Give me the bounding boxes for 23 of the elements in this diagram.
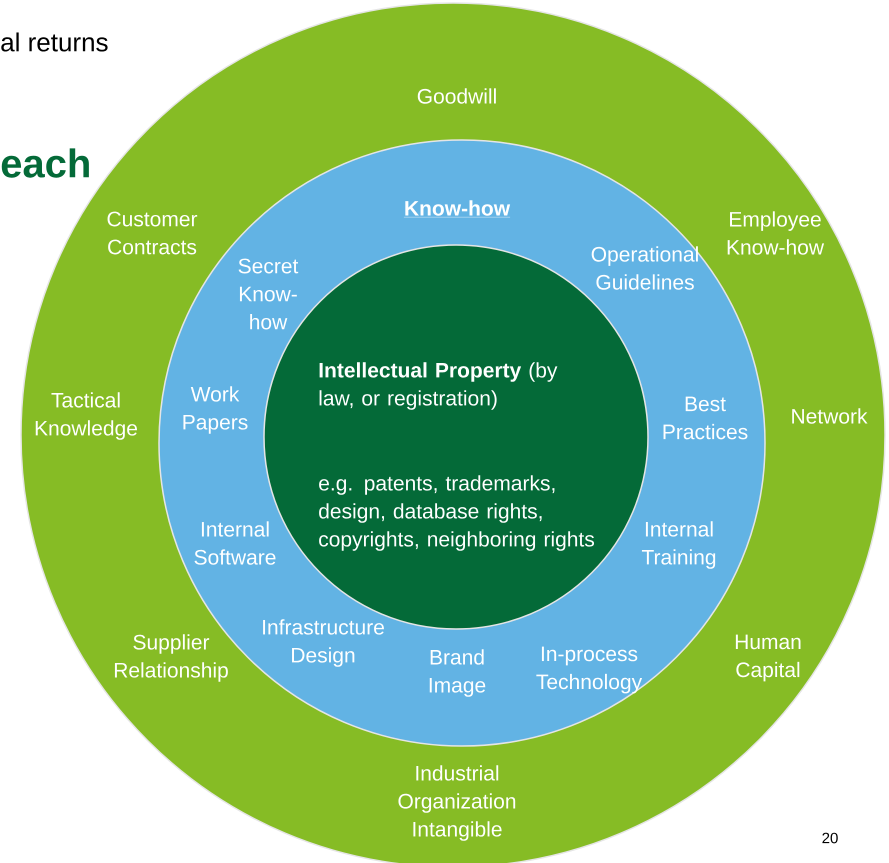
ring-label: Network bbox=[792, 408, 868, 424]
page-number: 20 bbox=[822, 832, 838, 844]
ring-label: Industrial Organization Intangible bbox=[398, 765, 516, 841]
ring-label: Best Practices bbox=[664, 396, 748, 440]
circle-text: Intellectual Property (by law, or registration) bbox=[320, 362, 558, 410]
ring-label: Operational Guidelines bbox=[592, 246, 698, 290]
ring-label: Internal Training bbox=[642, 521, 716, 569]
ring-label: Goodwill bbox=[418, 88, 496, 104]
ring-label: Secret Know-how bbox=[238, 258, 298, 330]
heading: each bbox=[2, 148, 89, 178]
circle-text: e.g. patents, trademarks, design, database rights, copyrights, neighboring rights bbox=[319, 475, 594, 551]
heading-text: al returns bbox=[1, 32, 108, 52]
ring-label: Human Capital bbox=[736, 634, 800, 682]
ring-label: Infrastructure Design bbox=[263, 619, 384, 667]
ring-label: Work Papers bbox=[183, 386, 248, 434]
ring-label: Customer Contracts bbox=[108, 212, 198, 254]
ring-label: Internal Software bbox=[194, 521, 276, 565]
ring-label: Know-how bbox=[404, 200, 510, 218]
ring-label: Brand Image bbox=[430, 649, 486, 697]
ring-label: Supplier Relationship bbox=[114, 634, 228, 682]
ring-label: Tactical Knowledge bbox=[36, 392, 137, 440]
ring-label: In-process Technology bbox=[536, 646, 642, 694]
ring-label: Employee Know-how bbox=[728, 211, 824, 255]
